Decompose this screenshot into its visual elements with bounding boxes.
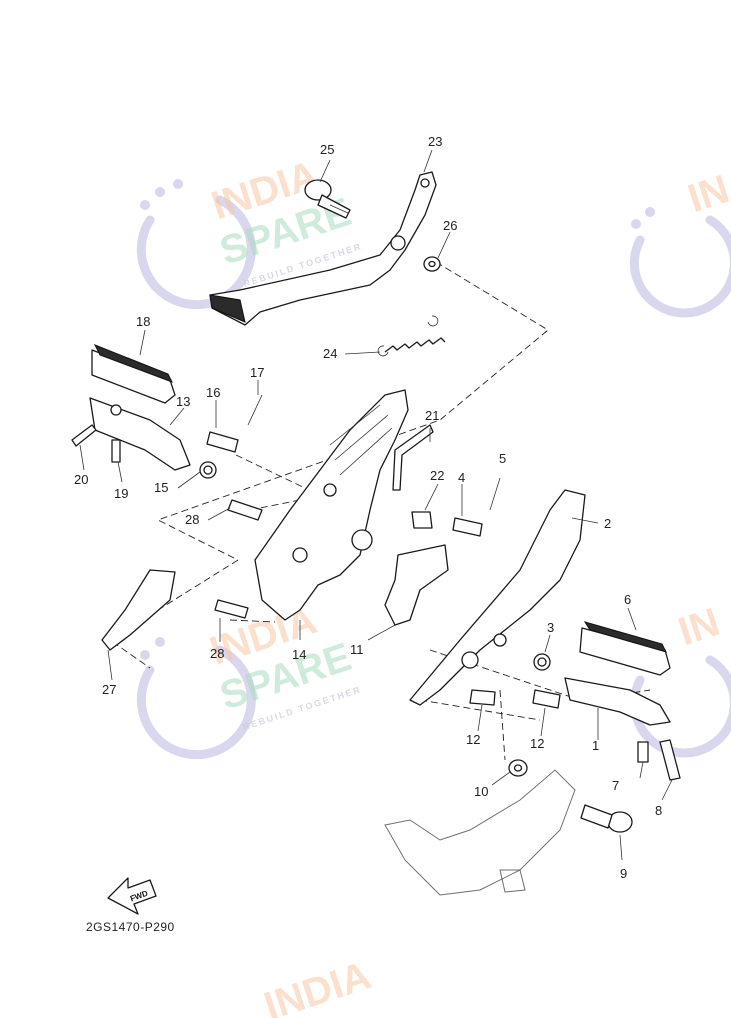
callout-16: 16 — [206, 385, 220, 400]
bolt-28-lower — [214, 599, 249, 619]
callout-10: 10 — [474, 784, 488, 799]
washer-10 — [508, 759, 528, 777]
cover-11 — [384, 544, 449, 626]
callout-24: 24 — [323, 346, 337, 361]
callout-12a: 12 — [466, 732, 480, 747]
watermark-brand-bottom-edge: INDIA — [259, 953, 376, 1018]
callout-25: 25 — [320, 142, 334, 157]
footrest-left — [89, 344, 191, 471]
callout-22: 22 — [430, 468, 444, 483]
spring-15 — [199, 461, 217, 479]
callout-4: 4 — [458, 470, 465, 485]
svg-text:IN: IN — [683, 167, 731, 221]
bolt-9 — [580, 804, 633, 833]
callout-18: 18 — [136, 314, 150, 329]
footrest-right — [564, 621, 671, 726]
callout-9: 9 — [620, 866, 627, 881]
pin-16 — [206, 431, 239, 453]
guard-27 — [101, 569, 176, 651]
callout-12b: 12 — [530, 736, 544, 751]
pin-4 — [452, 517, 483, 537]
callout-11: 11 — [350, 642, 364, 657]
callout-3: 3 — [547, 620, 554, 635]
pin-20 — [71, 424, 97, 447]
callout-26: 26 — [443, 218, 457, 233]
callout-8: 8 — [655, 803, 662, 818]
bolt-22 — [411, 511, 433, 529]
callout-15: 15 — [154, 480, 168, 495]
bolt-28-upper — [227, 499, 263, 521]
callout-14: 14 — [292, 647, 306, 662]
side-guard — [409, 489, 586, 706]
drawing-code: 2GS1470-P290 — [86, 920, 175, 934]
bolt-12b — [532, 689, 561, 709]
watermark-middle: INDIA SPARE REBUILD TOGETHER — [136, 598, 363, 760]
callout-23: 23 — [428, 134, 442, 149]
pin-8 — [659, 739, 681, 781]
svg-text:IN: IN — [673, 600, 725, 654]
callouts: 1 2 3 4 5 6 7 8 9 10 11 12 12 13 14 15 1… — [74, 134, 662, 881]
washer-26 — [423, 256, 441, 272]
callout-28b: 28 — [210, 646, 224, 661]
bolt-7 — [637, 741, 649, 763]
spring-3 — [533, 653, 551, 671]
callout-17: 17 — [250, 365, 264, 380]
callout-19: 19 — [114, 486, 128, 501]
return-spring — [377, 315, 446, 357]
watermark-bottom-right: IN — [629, 600, 731, 758]
bolt-12a — [469, 689, 496, 706]
pivot-bolt — [304, 179, 351, 219]
bolt-19 — [111, 439, 121, 463]
brake-pedal — [209, 171, 437, 326]
callout-21: 21 — [425, 408, 439, 423]
fwd-arrow-icon: FWD — [107, 877, 157, 915]
callout-1: 1 — [592, 738, 599, 753]
callout-20: 20 — [74, 472, 88, 487]
callout-7: 7 — [612, 778, 619, 793]
callout-13: 13 — [176, 394, 190, 409]
callout-27: 27 — [102, 682, 116, 697]
callout-5: 5 — [499, 451, 506, 466]
callout-28a: 28 — [185, 512, 199, 527]
bracket-21 — [392, 424, 434, 491]
reference-frame-outline — [384, 769, 576, 896]
watermark-right: IN — [629, 167, 731, 318]
cotter-17 — [247, 394, 263, 426]
callout-6: 6 — [624, 592, 631, 607]
footrest-bracket — [254, 389, 409, 621]
cotter-5 — [489, 477, 501, 511]
leader-lines — [79, 149, 673, 861]
callout-2: 2 — [604, 516, 611, 531]
